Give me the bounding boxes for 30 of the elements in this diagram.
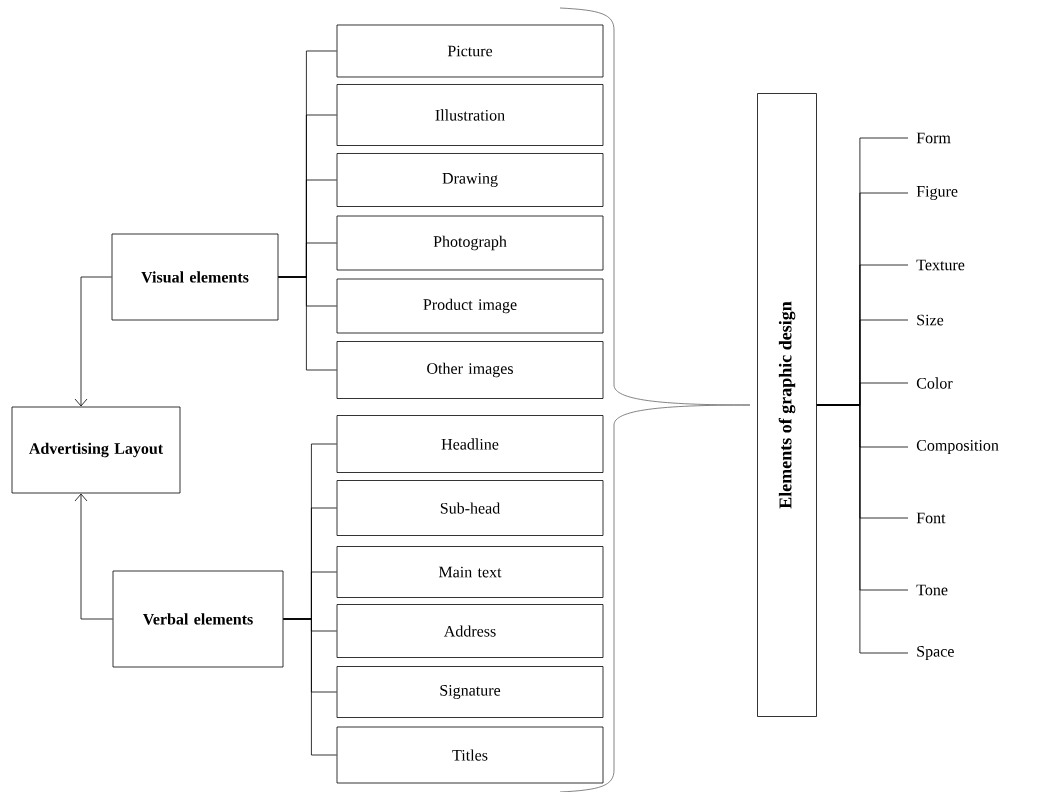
item-box: Other images: [336, 341, 604, 399]
item-box: Photograph: [336, 215, 604, 271]
category-box: Visual elements: [111, 233, 279, 321]
item-box: Main text: [336, 546, 604, 598]
arrow: [74, 493, 113, 620]
connector-line: [283, 618, 337, 756]
vertical-box: Elements of graphic design: [757, 93, 817, 717]
item-label: Font: [916, 512, 946, 524]
item-box: Product image: [336, 278, 604, 334]
item-label: Color: [916, 377, 953, 389]
item-label: Tone: [916, 584, 948, 596]
item-label: Texture: [916, 259, 965, 271]
connector-line: [278, 276, 337, 371]
item-label: Figure: [916, 186, 958, 200]
item-box: Headline: [336, 415, 604, 473]
item-label: Composition: [916, 440, 999, 454]
item-label: Space: [917, 646, 954, 660]
connector-line: [816, 404, 909, 654]
category-box: Verbal elements: [112, 570, 284, 668]
title-box: Advertising Layout: [11, 406, 181, 494]
item-box: Address: [336, 604, 604, 658]
item-box: Signature: [336, 666, 604, 718]
item-box: Sub-head: [336, 480, 604, 536]
item-box: Illustration: [336, 84, 604, 146]
arrow: [74, 276, 112, 407]
item-box: Titles: [336, 726, 604, 784]
item-box: Picture: [336, 24, 604, 78]
item-box: Drawing: [336, 153, 604, 207]
item-label: Form: [916, 132, 951, 144]
item-label: Size: [917, 314, 944, 326]
